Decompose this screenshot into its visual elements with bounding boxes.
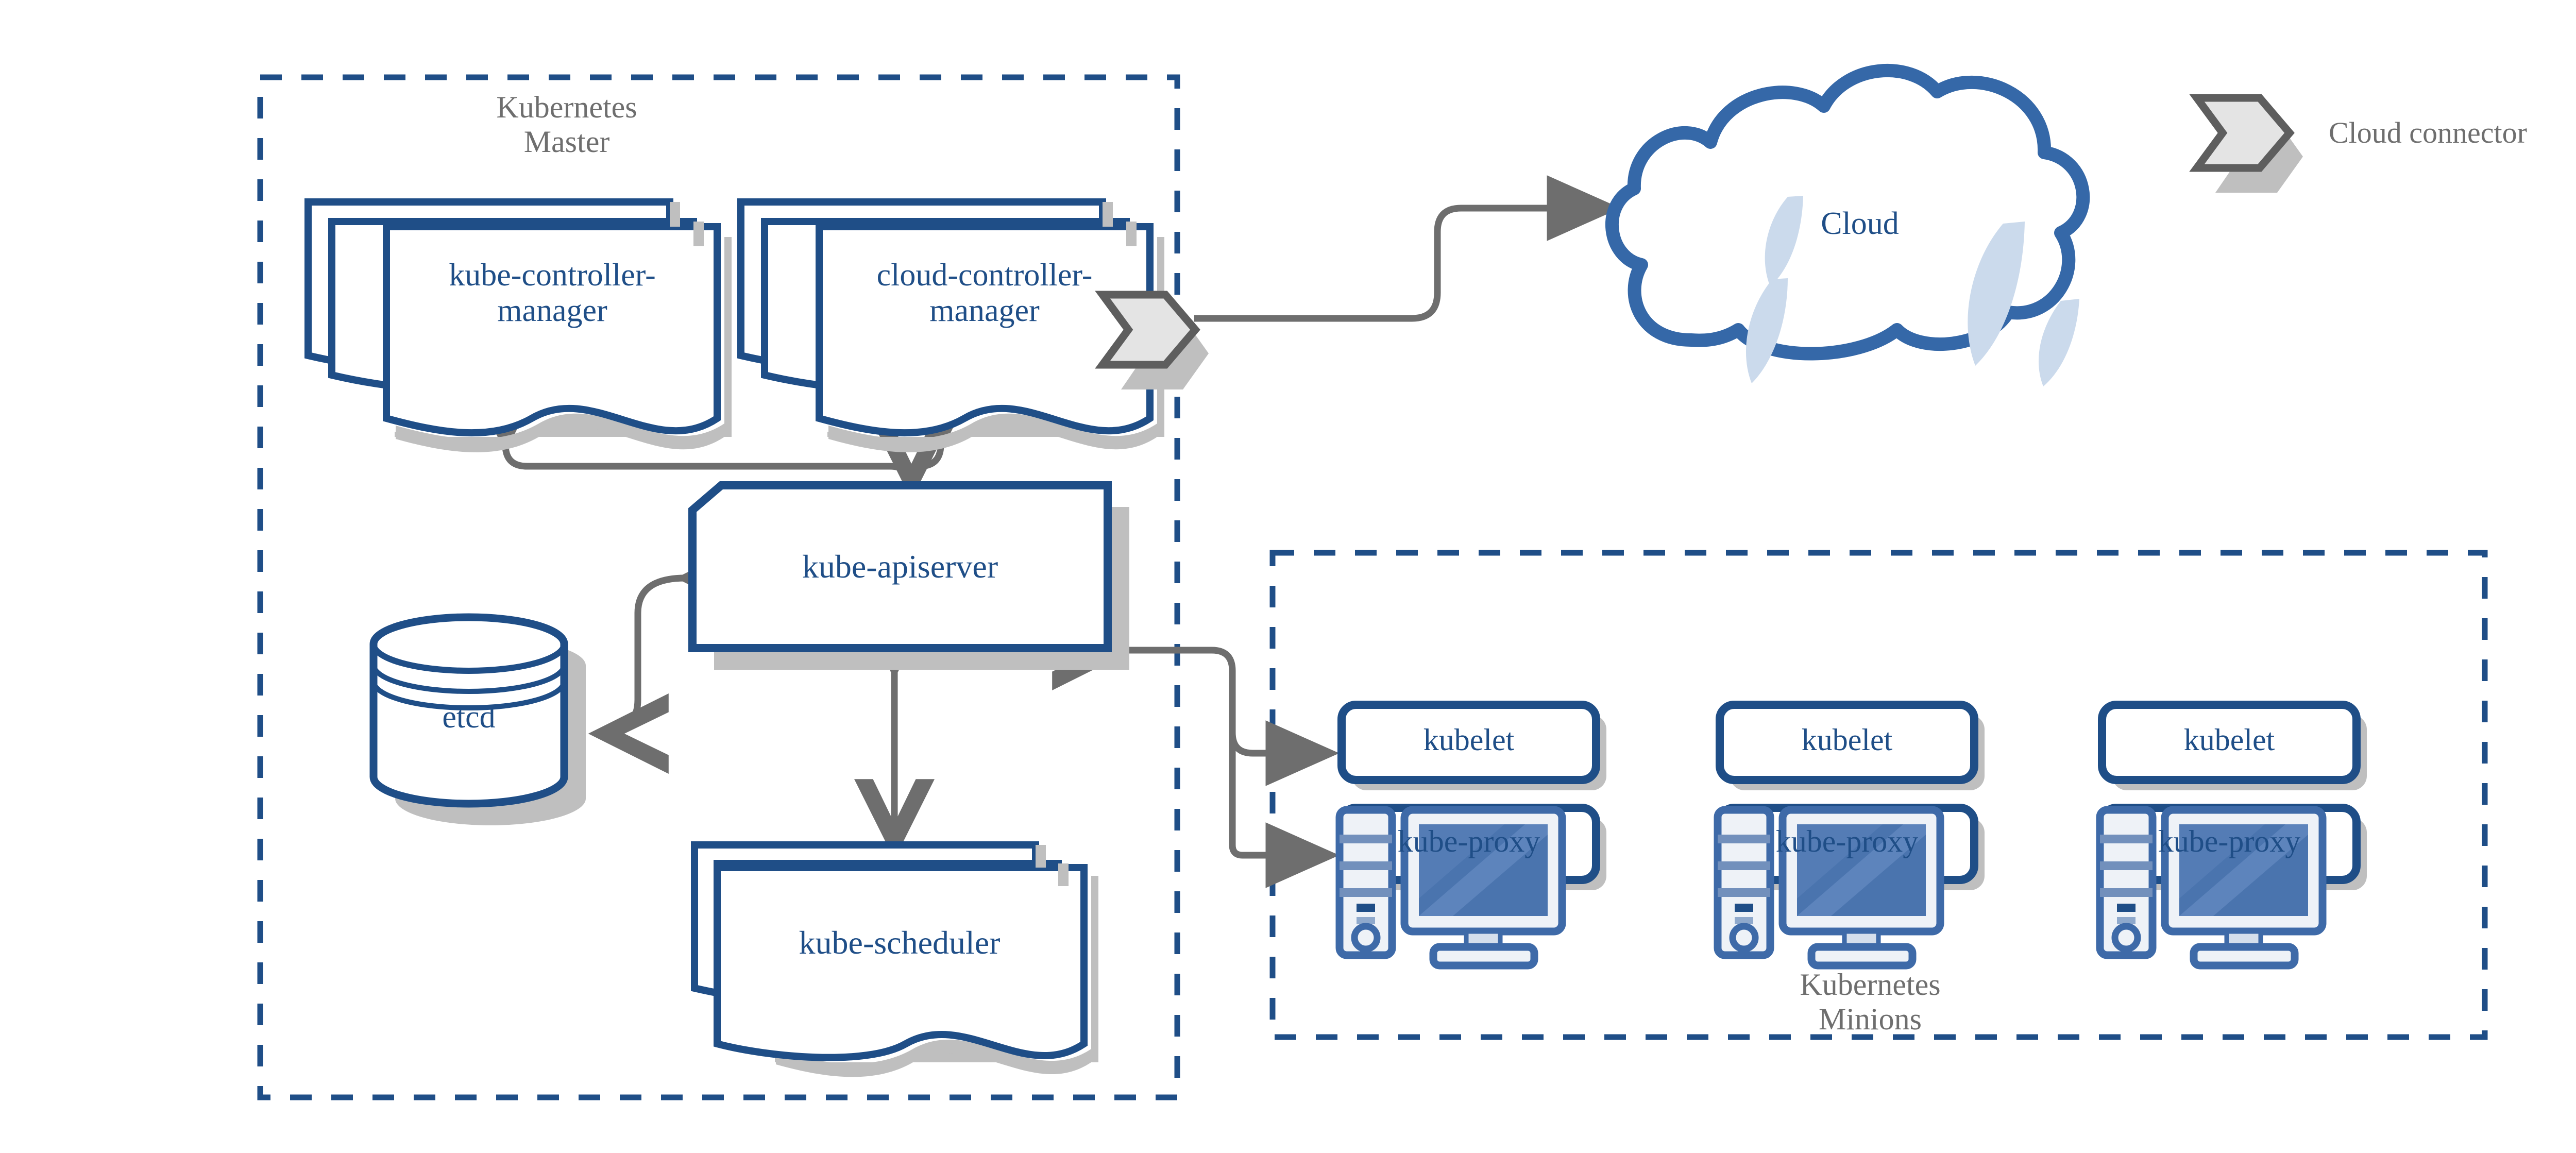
kube-scheduler-label: kube-scheduler	[799, 924, 1001, 961]
kubernetes-master-frame	[257, 74, 1180, 1100]
cloud-accents	[1745, 196, 2079, 386]
cloud-controller-manager-card	[737, 198, 1164, 452]
kubernetes-master-label: Kubernetes Master	[496, 90, 637, 159]
cloud-shape	[1605, 64, 2090, 386]
kube-apiserver-label: kube-apiserver	[802, 548, 998, 585]
etcd-label: etcd	[442, 700, 496, 735]
kube-proxy-label-1: kube-proxy	[1397, 824, 1540, 858]
kube-proxy-label-2: kube-proxy	[1775, 824, 1919, 858]
connector-ccm-cloud	[1194, 175, 1621, 322]
kubelet-label-1: kubelet	[1423, 723, 1515, 757]
computer-icon-3	[2096, 806, 2327, 970]
connector-branch-kubeproxy	[1229, 721, 1340, 888]
kube-proxy-label-3: kube-proxy	[2158, 824, 2301, 858]
connector-group	[465, 175, 1621, 888]
kubelet-box-1[interactable]	[1337, 701, 1600, 784]
kubelet-box-2[interactable]	[1716, 701, 1978, 784]
kube-apiserver-shape	[688, 481, 1129, 670]
kubelet-label-3: kubelet	[2183, 723, 2275, 757]
cloud-controller-manager-label: cloud-controller- manager	[876, 258, 1093, 329]
connector-apiserver-etcd	[588, 537, 756, 774]
kubelet-box-3[interactable]	[2098, 701, 2361, 784]
legend-label: Cloud connector	[2329, 116, 2527, 149]
cloud-label: Cloud	[1821, 206, 1899, 241]
computer-icon-2	[1714, 806, 1944, 970]
kube-scheduler-card	[691, 841, 1098, 1077]
minion-node-3	[2096, 701, 2367, 970]
kubelet-label-2: kubelet	[1801, 723, 1893, 757]
etcd-cylinder	[369, 613, 586, 825]
minion-node-2	[1714, 701, 1985, 970]
connector-apiserver-branch	[1052, 610, 1340, 786]
kubernetes-minions-frame	[1269, 550, 2488, 1040]
minion-node-1	[1335, 701, 1606, 970]
cloud-connector-chevron-icon	[1095, 291, 1209, 389]
kubernetes-minions-label: Kubernetes Minions	[1800, 968, 1941, 1037]
connector-kcm-apiserver	[465, 372, 952, 500]
legend-cloud-connector-icon	[2189, 94, 2303, 193]
computer-icon-1	[1335, 806, 1566, 970]
kube-controller-manager-card	[304, 198, 732, 452]
kube-controller-manager-label: kube-controller- manager	[449, 258, 656, 329]
